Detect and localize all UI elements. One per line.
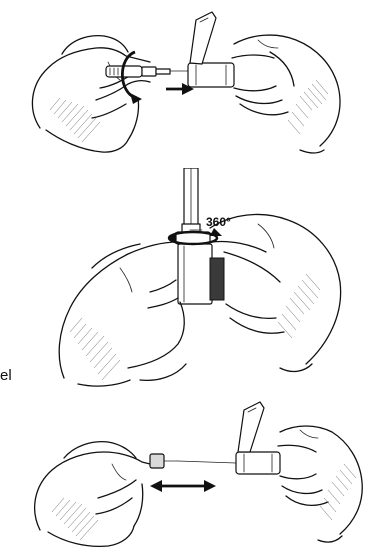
side-label: el	[0, 368, 12, 383]
step-2-drawing: 360°	[0, 168, 369, 393]
needle-device	[236, 402, 280, 474]
step-1-illustration	[0, 0, 369, 170]
removed-cap	[150, 454, 178, 468]
right-hand	[278, 426, 362, 542]
left-hand-shading	[50, 98, 100, 142]
needle-device	[170, 12, 234, 87]
step-3-illustration	[0, 390, 369, 554]
left-hand-shading	[70, 318, 120, 380]
left-hand-shading	[52, 498, 98, 540]
right-hand	[232, 35, 340, 153]
right-hand-shading	[288, 80, 328, 134]
left-hand	[35, 442, 158, 547]
rotation-label: 360°	[206, 215, 231, 229]
step-2-illustration: 360°	[0, 168, 369, 393]
vertical-needle-shield	[182, 168, 200, 234]
left-hand	[59, 242, 186, 386]
right-hand-shading	[278, 274, 320, 338]
right-hand-shading	[320, 464, 356, 520]
step-1-drawing	[0, 0, 369, 170]
right-hand	[210, 214, 341, 371]
pull-apart-arrow	[150, 480, 216, 492]
needle-cap	[106, 66, 170, 77]
exposed-needle	[178, 461, 236, 463]
step-3-drawing	[0, 390, 369, 554]
